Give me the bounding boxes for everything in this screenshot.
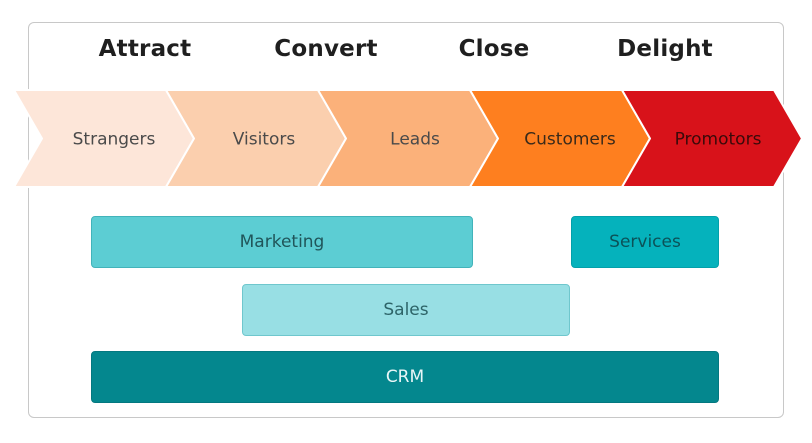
funnel-label-visitors: Visitors: [233, 130, 296, 150]
funnel-label-leads: Leads: [390, 130, 440, 150]
services-bar: Services: [571, 216, 719, 268]
stage-label-delight: Delight: [617, 36, 713, 62]
funnel-label-customers: Customers: [524, 130, 616, 150]
funnel-chevron-promotors: [621, 89, 803, 188]
marketing-bar: Marketing: [91, 216, 473, 268]
funnel-label-promotors: Promotors: [675, 130, 762, 150]
stage-label-close: Close: [458, 36, 530, 62]
crm-bar: CRM: [91, 351, 719, 403]
sales-bar: Sales: [242, 284, 570, 336]
stage-label-convert: Convert: [274, 36, 378, 62]
stage-label-attract: Attract: [98, 36, 192, 62]
diagram-frame: [28, 22, 784, 418]
funnel-label-strangers: Strangers: [73, 130, 156, 150]
